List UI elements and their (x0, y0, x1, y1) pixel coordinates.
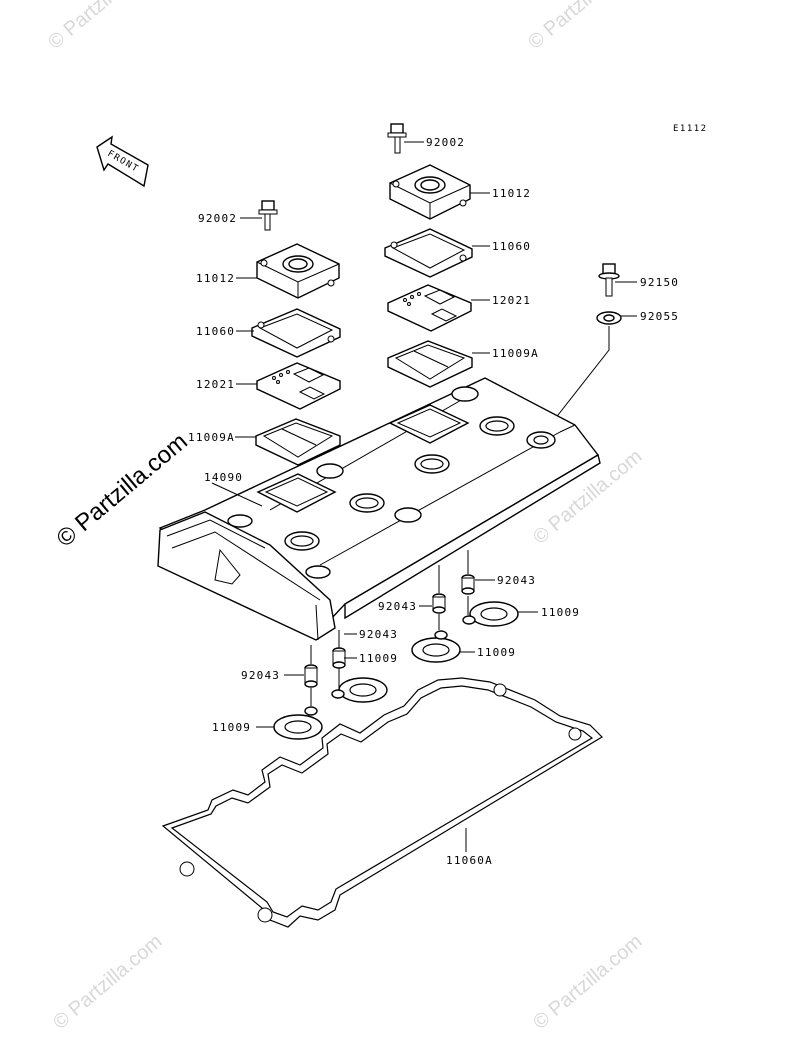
grommet-11009-c (331, 677, 388, 703)
cylinder-head-cover-14090 (157, 377, 601, 641)
label-14090: 14090 (204, 471, 243, 484)
label-92043-d: 92043 (241, 669, 280, 682)
watermark-top-left: © Partzilla.com (44, 0, 161, 54)
label-92043-a: 92043 (497, 574, 536, 587)
label-92002-right: 92002 (426, 136, 465, 149)
gasket-11009A-right (387, 340, 473, 388)
label-11060-left: 11060 (196, 325, 235, 338)
label-92055: 92055 (640, 310, 679, 323)
washer-92055 (596, 311, 622, 325)
label-11009A-left: 11009A (188, 431, 235, 444)
gasket-11060-right (384, 228, 473, 278)
grommet-11009-b (411, 630, 461, 663)
label-11012-left: 11012 (196, 272, 235, 285)
label-11012-right: 11012 (492, 187, 531, 200)
bolt-92150 (598, 263, 620, 297)
label-92043-c: 92043 (359, 628, 398, 641)
lower-leaders: 92043 11009 92043 11009 92043 11009 9204… (212, 550, 580, 734)
front-arrow: FRONT (96, 135, 149, 188)
plate-12021-right (387, 284, 472, 332)
diagram-code: E1112 (673, 124, 708, 134)
label-11009A-right: 11009A (492, 347, 539, 360)
right-labels: 92002 11012 11060 12021 11009A (404, 136, 539, 360)
label-92002-left: 92002 (198, 212, 237, 225)
cover-11012-left (256, 243, 340, 299)
plate-12021-left (256, 362, 341, 410)
label-11009-b: 11009 (477, 646, 516, 659)
grommet-11009-d (273, 706, 323, 740)
label-11060A: 11060A (446, 854, 493, 867)
dowel-92043-a (461, 574, 475, 595)
dowel-92043-d (304, 664, 318, 688)
label-12021-left: 12021 (196, 378, 235, 391)
label-92043-b: 92043 (378, 600, 417, 613)
label-92150: 92150 (640, 276, 679, 289)
watermark-top-right: © Partzilla.com (524, 0, 641, 54)
label-11009-d: 11009 (212, 721, 251, 734)
watermark-bottom-left: © Partzilla.com (49, 930, 166, 1033)
gasket-11009A-left (255, 418, 341, 466)
watermark-bottom-right: © Partzilla.com (529, 930, 646, 1033)
gasket-11060A (161, 677, 603, 928)
gasket-11060-left (251, 308, 341, 358)
dowel-92043-b (432, 593, 446, 614)
label-12021-right: 12021 (492, 294, 531, 307)
grommet-11009-a (462, 601, 519, 627)
label-11060-right: 11060 (492, 240, 531, 253)
bolt-92002-right (387, 123, 407, 154)
label-11009-a: 11009 (541, 606, 580, 619)
dowel-92043-c (332, 647, 346, 669)
cover-11012-right (389, 164, 471, 220)
label-11009-c: 11009 (359, 652, 398, 665)
left-labels: 92002 11012 11060 12021 11009A (188, 212, 262, 444)
bolt-92002-left (258, 200, 278, 231)
